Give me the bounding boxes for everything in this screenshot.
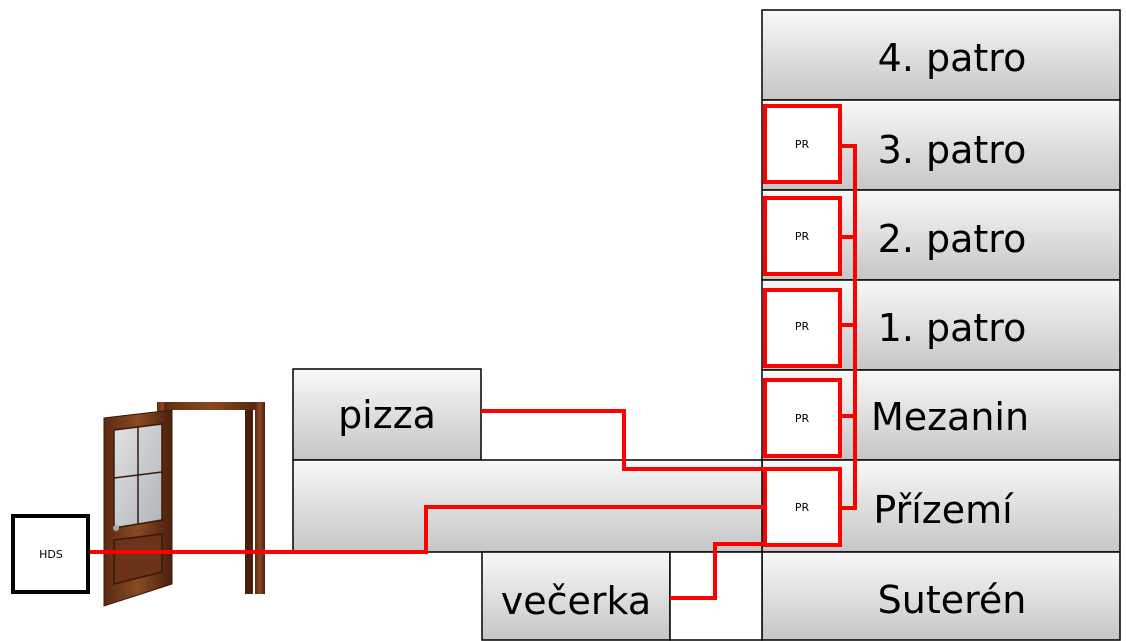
pr-box-1-label: PR (795, 320, 810, 333)
pizza-label: pizza (338, 393, 436, 437)
vecerka-wire (670, 542, 766, 600)
hds-box: HDS (11, 514, 90, 594)
floor-4: 4. patro (761, 9, 1121, 101)
pr-box-3: PR (763, 104, 842, 184)
pr-boxes: PR PR PR PR PR (763, 104, 842, 547)
pizza-wire (481, 409, 766, 471)
floor-prizemi-label: Přízemí (873, 488, 1014, 532)
pizza-unit: pizza (292, 368, 482, 461)
floor-suteren: Suterén (761, 551, 1121, 641)
floor-3-label: 3. patro (878, 128, 1027, 172)
vecerka-unit: večerka (481, 551, 671, 641)
floor-2-label: 2. patro (878, 217, 1027, 261)
floor-4-label: 4. patro (878, 36, 1027, 80)
pr-box-1: PR (763, 288, 842, 368)
pr-box-mezanin-label: PR (795, 412, 810, 425)
vecerka-label: večerka (501, 579, 651, 623)
hds-label: HDS (39, 548, 63, 561)
floor-3: 3. patro (761, 99, 1121, 191)
wiring (89, 144, 857, 600)
pr-box-mezanin: PR (763, 378, 842, 458)
pr-box-2-label: PR (795, 230, 810, 243)
pr-box-prizemi-label: PR (795, 501, 810, 514)
floor-mezanin-label: Mezanin (871, 395, 1029, 439)
pr-box-prizemi: PR (763, 467, 842, 547)
pr-box-3-label: PR (795, 138, 810, 151)
floor-suteren-label: Suterén (878, 578, 1027, 622)
pr-box-2: PR (763, 196, 842, 276)
floor-1-label: 1. patro (878, 306, 1027, 350)
door-icon (103, 402, 265, 607)
hds-wire (89, 505, 766, 554)
